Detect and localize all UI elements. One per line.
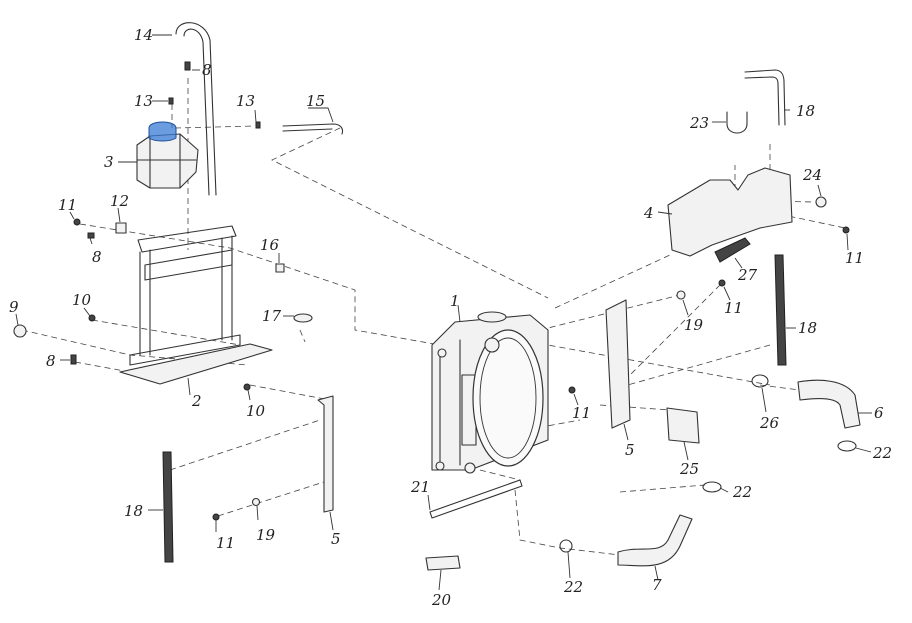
- callout-22: 22: [732, 483, 752, 501]
- overflow-hose-14: [175, 22, 217, 196]
- pipe-18-top: [744, 69, 786, 126]
- pad-27: [714, 237, 751, 263]
- callout-8: 8: [92, 248, 102, 266]
- seal-strip-18-right: [774, 254, 787, 366]
- clip-12: [115, 222, 127, 234]
- callout-19: 19: [684, 316, 704, 334]
- callout-16: 16: [260, 236, 280, 254]
- nut-11-center: [568, 386, 576, 394]
- side-plate-5-left: [317, 395, 334, 513]
- lower-hose-7: [617, 514, 693, 567]
- callout-25: 25: [679, 460, 699, 478]
- baffle-4: [667, 167, 793, 257]
- nut-10-left: [88, 314, 96, 322]
- callout-18: 18: [124, 502, 143, 520]
- callout-15: 15: [306, 92, 325, 110]
- callout-1: 1: [450, 292, 460, 310]
- washer-19-right: [676, 290, 686, 300]
- plate-25: [666, 407, 700, 444]
- washer-24: [815, 196, 827, 208]
- callout-21: 21: [410, 478, 430, 496]
- callout-24: 24: [802, 166, 822, 184]
- clip-13-right: [255, 121, 261, 129]
- grommet-9: [13, 324, 27, 338]
- callout-26: 26: [759, 414, 780, 432]
- tank-bracket-2: [119, 225, 273, 385]
- callout-11: 11: [724, 299, 743, 317]
- callout-2: 2: [191, 392, 202, 410]
- nut-11-right-mid: [718, 279, 726, 287]
- callout-4: 4: [643, 204, 654, 222]
- tank-cap-highlight: [148, 121, 177, 142]
- clamp-22-upper: [702, 481, 722, 493]
- callout-9: 9: [9, 298, 19, 316]
- callout-8: 8: [202, 61, 212, 79]
- clamp-26: [751, 374, 769, 388]
- washer-19-left: [251, 497, 261, 507]
- callout-6: 6: [874, 404, 884, 422]
- callout-7: 7: [652, 576, 662, 594]
- callout-23: 23: [689, 114, 709, 132]
- clip-13-left: [168, 97, 174, 105]
- callout-8: 8: [46, 352, 56, 370]
- callout-11: 11: [216, 534, 235, 552]
- callout-3: 3: [104, 153, 114, 171]
- radiator-assembly-1: [431, 311, 549, 474]
- clamp-22-right: [837, 440, 857, 452]
- callout-18: 18: [798, 319, 817, 337]
- nut-11-bottom-left: [212, 513, 220, 521]
- callout-11: 11: [845, 249, 864, 267]
- callout-17: 17: [262, 307, 282, 325]
- nut-11-top-left: [73, 218, 81, 226]
- bolt-8-bottom: [70, 354, 77, 365]
- callout-13: 13: [236, 92, 255, 110]
- clamp-22-lower: [559, 539, 573, 553]
- block-20: [425, 555, 461, 571]
- seal-strip-18-left: [162, 451, 174, 563]
- callout-labels: 14 8 13 13 15 3 11 12 8 16 10 9 17 8 2 1…: [9, 26, 892, 609]
- small-hose-15: [282, 123, 344, 135]
- callout-leader-lines: [15, 34, 872, 591]
- callout-22: 22: [563, 578, 583, 596]
- callout-10: 10: [246, 402, 266, 420]
- nut-11-right-top: [842, 226, 850, 234]
- u-bracket-23: [726, 111, 748, 134]
- callout-10: 10: [72, 291, 92, 309]
- callout-5: 5: [331, 530, 341, 548]
- callout-11: 11: [58, 196, 77, 214]
- callout-18: 18: [796, 102, 815, 120]
- expansion-tank-3: [136, 121, 199, 189]
- mount-17: [293, 313, 313, 323]
- callout-12: 12: [110, 192, 129, 210]
- side-plate-5-right: [605, 299, 631, 429]
- callout-20: 20: [431, 591, 452, 609]
- callout-27: 27: [737, 266, 758, 284]
- callout-22: 22: [872, 444, 892, 462]
- grommet-16: [275, 263, 285, 273]
- callout-14: 14: [134, 26, 153, 44]
- callout-11: 11: [572, 404, 591, 422]
- callout-19: 19: [256, 526, 276, 544]
- upper-hose-6: [797, 379, 861, 429]
- callout-5: 5: [625, 441, 635, 459]
- bolt-8-top: [184, 61, 191, 71]
- bolt-8-left: [87, 232, 95, 239]
- callout-13: 13: [134, 92, 153, 110]
- nut-10-mid: [243, 383, 251, 391]
- bar-21: [429, 479, 523, 519]
